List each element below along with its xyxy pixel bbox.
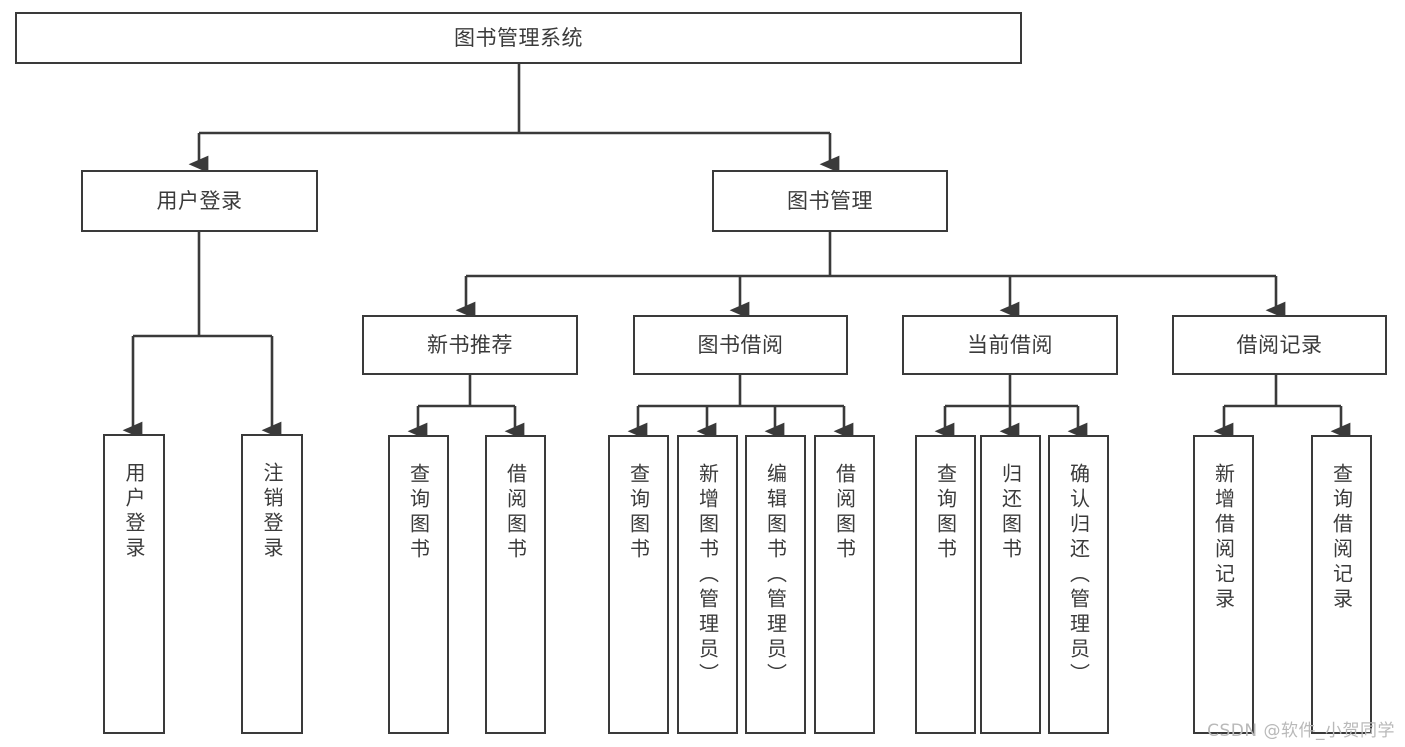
node-label: 当前借阅 bbox=[967, 332, 1053, 357]
leaf-book-borrow-edit-book[interactable]: 编辑图书（管理员） bbox=[745, 435, 806, 734]
node-current-borrow[interactable]: 当前借阅 bbox=[902, 315, 1118, 375]
node-label: 用户登录 bbox=[122, 462, 146, 562]
node-label: 查询图书 bbox=[626, 463, 651, 563]
leaf-book-borrow-query-book[interactable]: 查询图书 bbox=[608, 435, 669, 734]
node-borrow-record[interactable]: 借阅记录 bbox=[1172, 315, 1387, 375]
leaf-user-login-logout[interactable]: 注销登录 bbox=[241, 434, 303, 734]
node-label: 借阅图书 bbox=[503, 463, 528, 563]
node-label: 图书管理 bbox=[787, 188, 873, 213]
leaf-user-login-login[interactable]: 用户登录 bbox=[103, 434, 165, 734]
node-book-management[interactable]: 图书管理 bbox=[712, 170, 948, 232]
node-label: 确认归还（管理员） bbox=[1066, 463, 1091, 688]
node-new-book-recommend[interactable]: 新书推荐 bbox=[362, 315, 578, 375]
leaf-new-book-query-book[interactable]: 查询图书 bbox=[388, 435, 449, 734]
node-label: 查询图书 bbox=[933, 463, 958, 563]
leaf-current-borrow-confirm-return[interactable]: 确认归还（管理员） bbox=[1048, 435, 1109, 734]
node-label: 注销登录 bbox=[260, 462, 284, 562]
node-label: 查询图书 bbox=[406, 463, 431, 563]
node-label: 查询借阅记录 bbox=[1329, 463, 1354, 613]
node-label: 借阅记录 bbox=[1236, 332, 1323, 357]
csdn-watermark: CSDN @软件_小贺同学 bbox=[1207, 721, 1395, 741]
node-label: 图书管理系统 bbox=[454, 25, 583, 50]
node-label: 图书借阅 bbox=[697, 332, 784, 357]
node-label: 新增借阅记录 bbox=[1211, 463, 1236, 613]
node-label: 归还图书 bbox=[998, 463, 1023, 563]
node-label: 借阅图书 bbox=[832, 463, 857, 563]
leaf-current-borrow-query-book[interactable]: 查询图书 bbox=[915, 435, 976, 734]
leaf-current-borrow-return-book[interactable]: 归还图书 bbox=[980, 435, 1041, 734]
leaf-book-borrow-borrow-book[interactable]: 借阅图书 bbox=[814, 435, 875, 734]
leaf-borrow-record-query-record[interactable]: 查询借阅记录 bbox=[1311, 435, 1372, 734]
node-label: 编辑图书（管理员） bbox=[763, 463, 788, 688]
node-root-system[interactable]: 图书管理系统 bbox=[15, 12, 1022, 64]
leaf-book-borrow-add-book[interactable]: 新增图书（管理员） bbox=[677, 435, 738, 734]
leaf-borrow-record-add-record[interactable]: 新增借阅记录 bbox=[1193, 435, 1254, 734]
node-book-borrow[interactable]: 图书借阅 bbox=[633, 315, 848, 375]
leaf-new-book-borrow-book[interactable]: 借阅图书 bbox=[485, 435, 546, 734]
node-label: 用户登录 bbox=[156, 188, 243, 213]
node-label: 新增图书（管理员） bbox=[695, 463, 720, 688]
node-label: 新书推荐 bbox=[427, 332, 513, 357]
node-user-login[interactable]: 用户登录 bbox=[81, 170, 318, 232]
